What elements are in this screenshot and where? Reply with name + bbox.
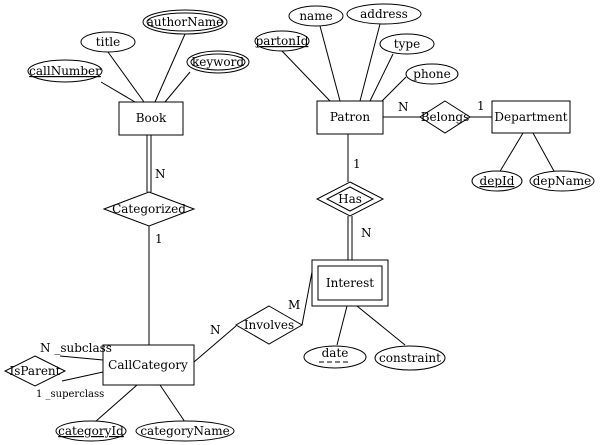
entity-department: Department bbox=[491, 100, 571, 134]
attribute-name: name bbox=[288, 5, 344, 27]
attribute-category-name: categoryName bbox=[135, 420, 235, 442]
entity-book-label: Book bbox=[136, 111, 167, 125]
cardinality-has-interest: N bbox=[361, 226, 372, 240]
cardinality-subclass: N _subclass bbox=[40, 341, 112, 355]
relationship-involves: Involves bbox=[234, 305, 304, 345]
entity-department-label: Department bbox=[494, 110, 567, 124]
attribute-title: title bbox=[80, 31, 136, 53]
cardinality-categorized-callcategory: 1 bbox=[155, 232, 163, 246]
attribute-name-label: name bbox=[299, 9, 332, 23]
relationship-belongs: Belongs bbox=[419, 100, 471, 134]
weak-entity-interest-label: Interest bbox=[326, 276, 374, 290]
attribute-constraint: constraint bbox=[374, 345, 446, 371]
attribute-address: address bbox=[346, 3, 422, 25]
attribute-dep-name-label: depName bbox=[533, 174, 592, 188]
partial-key-attribute-date: date bbox=[303, 345, 367, 369]
weak-entity-interest: Interest bbox=[311, 259, 389, 307]
attribute-author-name: authorName bbox=[142, 9, 228, 35]
cardinality-callcategory-involves: N bbox=[210, 323, 221, 337]
cardinality-book-categorized: N bbox=[155, 167, 166, 181]
key-attribute-dep-id: depId bbox=[471, 170, 523, 192]
attribute-address-label: address bbox=[360, 7, 408, 21]
relationship-is-parent-label: IsParent bbox=[10, 364, 61, 378]
attribute-phone-label: phone bbox=[413, 67, 450, 81]
key-attribute-call-number-label: callNumber bbox=[29, 64, 101, 78]
attribute-dep-name: depName bbox=[529, 170, 595, 192]
entity-call-category: CallCategory bbox=[102, 344, 195, 386]
entity-patron-label: Patron bbox=[330, 110, 370, 124]
attribute-title-label: title bbox=[96, 35, 120, 49]
relationship-involves-label: Involves bbox=[244, 318, 294, 332]
entity-call-category-label: CallCategory bbox=[108, 358, 188, 372]
relationship-belongs-label: Belongs bbox=[421, 110, 470, 124]
relationship-categorized-label: Categorized bbox=[112, 202, 186, 216]
partial-key-attribute-date-label: date bbox=[322, 346, 349, 360]
key-attribute-category-id-label: categoryId bbox=[58, 424, 124, 438]
key-attribute-call-number: callNumber bbox=[27, 59, 103, 83]
attribute-phone: phone bbox=[405, 63, 459, 85]
relationship-categorized: Categorized bbox=[102, 191, 196, 227]
identifying-relationship-has-label: Has bbox=[338, 192, 362, 206]
attribute-keyword: keyword bbox=[186, 50, 250, 74]
entity-patron: Patron bbox=[316, 100, 384, 135]
key-attribute-dep-id-label: depId bbox=[480, 174, 515, 188]
cardinality-patron-has: 1 bbox=[353, 157, 361, 171]
attribute-keyword-label: keyword bbox=[192, 55, 244, 69]
attribute-type-label: type bbox=[394, 37, 420, 51]
cardinality-superclass: 1 _superclass bbox=[36, 389, 104, 400]
relationship-is-parent: IsParent bbox=[3, 355, 67, 387]
entity-book: Book bbox=[118, 101, 184, 136]
attribute-category-name-label: categoryName bbox=[140, 424, 229, 438]
attribute-constraint-label: constraint bbox=[379, 351, 441, 365]
key-attribute-parton-id-label: partonId bbox=[256, 34, 309, 48]
key-attribute-parton-id: partonId bbox=[254, 30, 310, 52]
connector-lines bbox=[59, 23, 556, 423]
identifying-relationship-has: Has bbox=[315, 181, 385, 217]
attribute-type: type bbox=[379, 33, 435, 55]
cardinality-patron-belongs: N bbox=[398, 100, 409, 114]
cardinality-belongs-department: 1 bbox=[477, 99, 485, 113]
cardinality-involves-interest: M bbox=[288, 298, 300, 312]
attribute-author-name-label: authorName bbox=[147, 15, 224, 29]
key-attribute-category-id: categoryId bbox=[55, 420, 127, 442]
